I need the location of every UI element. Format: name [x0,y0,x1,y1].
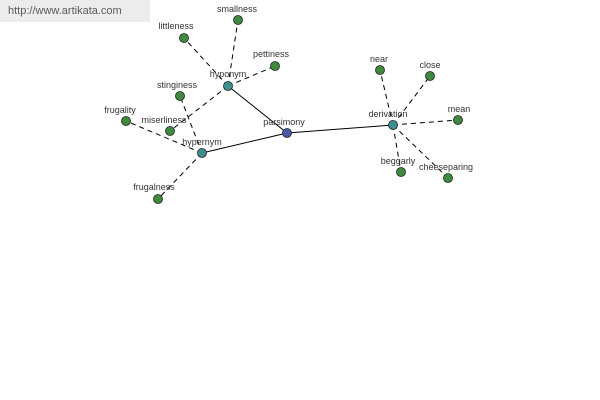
node-beggarly[interactable]: beggarly [381,156,416,177]
edge-hypernym-stinginess [179,95,203,154]
edge-hypernym-frugality [125,120,203,154]
node-parsimony[interactable]: parsimony [263,117,305,138]
node-miserliness-dot[interactable] [165,126,175,136]
node-derivation[interactable]: derivation [368,109,408,130]
edge-parsimony-derivation [286,124,394,134]
edge-derivation-mean [392,119,459,126]
edge-parsimony-hyponym [227,85,288,134]
edge-derivation-close [392,75,431,126]
node-frugalness-dot[interactable] [153,194,163,204]
node-frugality-dot[interactable] [121,116,131,126]
node-miserliness[interactable]: miserliness [141,115,187,136]
node-mean-label: mean [448,104,471,114]
watermark-url-text: http://www.artikata.com [8,5,122,17]
edge-derivation-near [379,69,394,126]
node-mean-dot[interactable] [453,115,463,125]
node-cheeseparing-dot[interactable] [443,173,453,183]
graph-edges [125,19,459,200]
node-near[interactable]: near [370,54,388,75]
node-frugality[interactable]: frugality [104,105,136,126]
node-littleness[interactable]: littleness [158,21,194,43]
node-smallness-label: smallness [217,4,258,14]
node-close-dot[interactable] [425,71,435,81]
node-littleness-label: littleness [158,21,194,31]
node-frugalness-label: frugalness [133,182,175,192]
node-mean[interactable]: mean [448,104,471,125]
node-pettiness[interactable]: pettiness [253,49,290,71]
node-littleness-dot[interactable] [179,33,189,43]
node-stinginess-dot[interactable] [175,91,185,101]
node-derivation-label: derivation [368,109,407,119]
edge-derivation-cheeseparing [392,124,449,179]
edge-derivation-beggarly [392,124,402,173]
edge-parsimony-hypernym [201,132,288,154]
node-beggarly-dot[interactable] [396,167,406,177]
watermark-url[interactable]: http://www.artikata.com [0,0,150,22]
node-hypernym[interactable]: hypernym [182,137,222,158]
node-pettiness-dot[interactable] [270,61,280,71]
node-pettiness-label: pettiness [253,49,290,59]
node-parsimony-label: parsimony [263,117,305,127]
node-near-dot[interactable] [375,65,385,75]
edge-hyponym-littleness [183,37,229,87]
node-hyponym-dot[interactable] [223,81,233,91]
node-hyponym-label: hyponym [210,69,247,79]
node-close-label: close [419,60,440,70]
node-close[interactable]: close [419,60,441,81]
node-stinginess-label: stinginess [157,80,198,90]
edge-hyponym-smallness [227,19,239,87]
node-parsimony-dot[interactable] [282,128,292,138]
node-cheeseparing-label: cheeseparing [419,162,473,172]
graph-nodes: parsimony hyponym hypernym derivation smalln… [104,4,473,204]
node-frugalness[interactable]: frugalness [133,182,175,204]
node-hypernym-dot[interactable] [197,148,207,158]
node-miserliness-label: miserliness [141,115,187,125]
node-beggarly-label: beggarly [381,156,416,166]
node-stinginess[interactable]: stinginess [157,80,198,101]
node-frugality-label: frugality [104,105,136,115]
node-hypernym-label: hypernym [182,137,222,147]
edge-hyponym-miserliness [169,85,229,132]
edge-hypernym-frugalness [157,152,203,200]
node-cheeseparing[interactable]: cheeseparing [419,162,473,183]
node-smallness-dot[interactable] [233,15,243,25]
node-hyponym[interactable]: hyponym [210,69,247,91]
node-derivation-dot[interactable] [388,120,398,130]
node-smallness[interactable]: smallness [217,4,258,25]
node-near-label: near [370,54,388,64]
